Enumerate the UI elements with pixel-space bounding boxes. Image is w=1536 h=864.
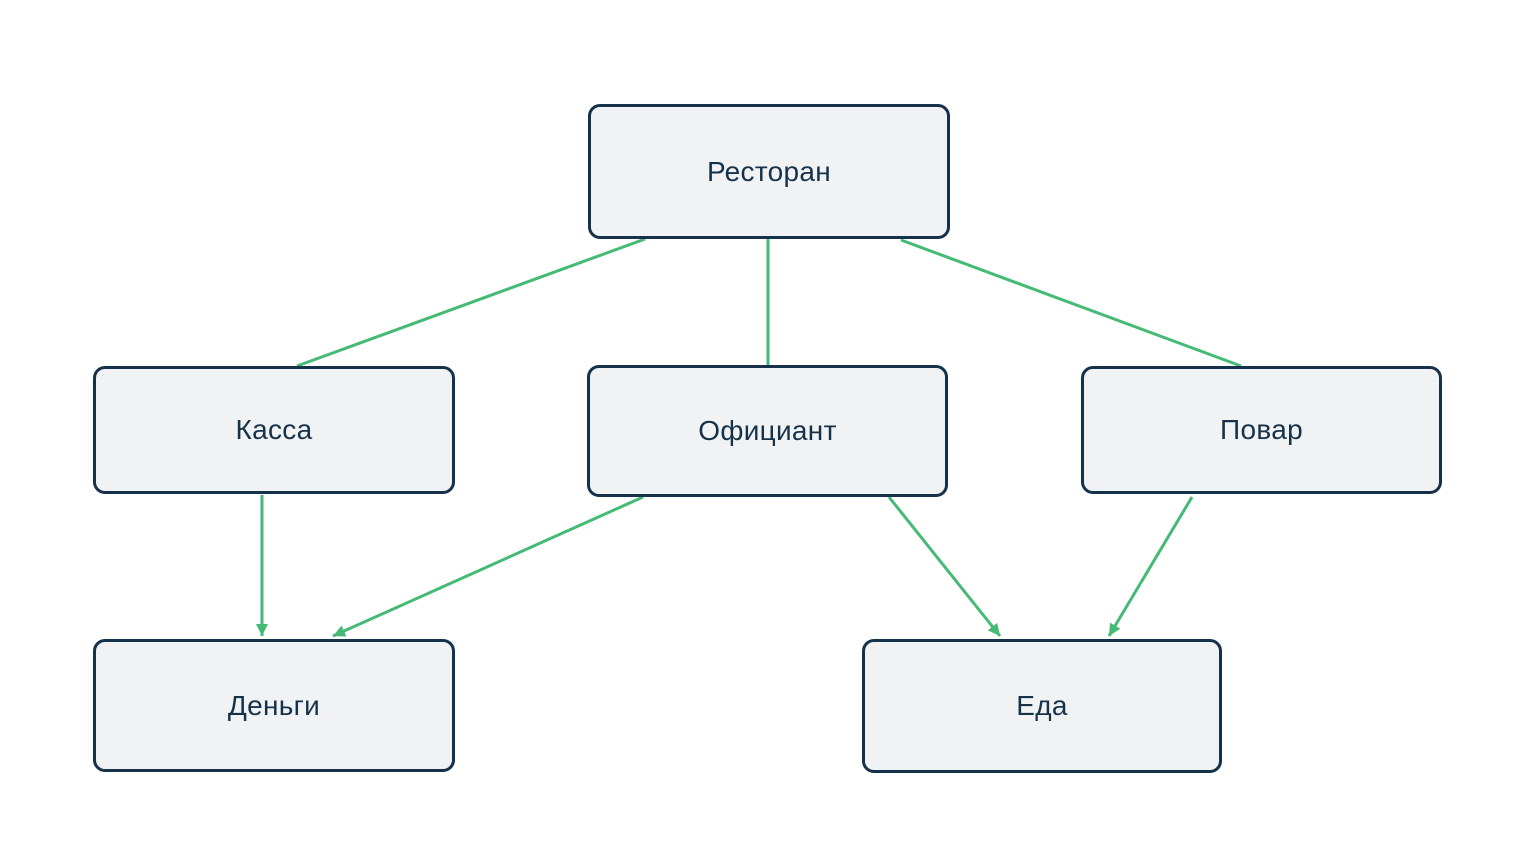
node-cashier: Касса <box>93 366 455 494</box>
edge-restaurant-to-cook <box>900 238 1242 368</box>
node-restaurant: Ресторан <box>588 104 950 239</box>
node-label-waiter: Официант <box>698 415 837 446</box>
node-cook: Повар <box>1081 366 1442 494</box>
edge-waiter-to-food <box>887 496 1002 637</box>
node-label-restaurant: Ресторан <box>706 155 832 187</box>
edge-cook-to-food <box>1107 496 1194 637</box>
node-money: Деньги <box>93 639 455 772</box>
edge-waiter-to-money <box>332 495 644 638</box>
node-waiter: Официант <box>587 365 948 497</box>
node-label-cashier: Касса <box>235 414 313 445</box>
node-label-food: Еда <box>1016 690 1068 721</box>
edge-restaurant-to-cashier <box>296 237 646 368</box>
node-food: Еда <box>862 639 1222 773</box>
node-label-cook: Повар <box>1220 414 1303 445</box>
node-label-money: Деньги <box>227 689 321 721</box>
